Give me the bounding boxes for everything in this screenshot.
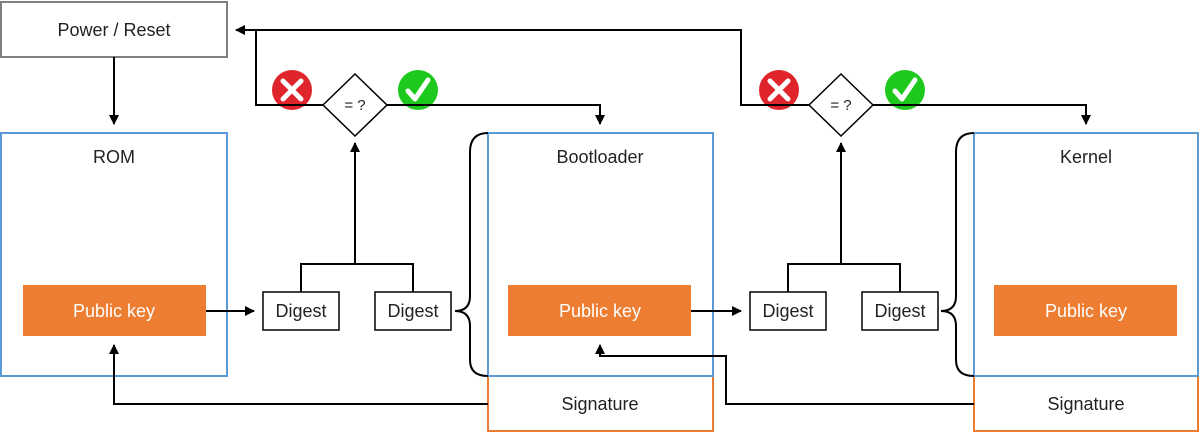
bootloader-box [487,132,714,377]
arrow-pass-to-kernel [873,104,1091,125]
compare-diamond-bootloader: = ? [321,72,389,138]
rom-box [0,132,228,377]
compare-label: = ? [830,97,851,114]
check-circle-icon [885,70,925,110]
kernel-image-brace [940,132,975,377]
connectors [109,25,1091,405]
bootloader-digest-left: Digest [262,291,340,331]
check-circle-icon [398,70,438,110]
merge-digests-bootloader [300,263,414,292]
rom-title: ROM [93,147,135,167]
digest-label: Digest [387,301,438,321]
compare-diamond-kernel: = ? [807,72,875,138]
bootloader-public-key-label: Public key [559,301,641,321]
arrow-kernel-signature-to-bootloader-key [595,344,974,405]
kernel-public-key [994,285,1177,336]
bootloader-public-key [508,285,691,336]
bootloader-image-brace [454,132,489,377]
kernel-signature-label: Signature [1047,394,1124,414]
arrow-pass-to-bootloader [387,104,605,125]
kernel-stage: Signature Kernel Public key [973,132,1199,432]
kernel-digest-right: Digest [861,291,939,331]
bootloader-digest-right: Digest [374,291,452,331]
digest-label: Digest [762,301,813,321]
power-reset-label: Power / Reset [57,20,170,40]
rom-public-key [23,285,206,336]
power-reset-box: Power / Reset [0,1,228,58]
x-circle-icon [759,70,799,110]
x-circle-icon [272,70,312,110]
bootloader-signature-label: Signature [561,394,638,414]
digest-label: Digest [874,301,925,321]
arrow-bootloader-signature-to-rom-key [109,344,488,405]
arrow-fail-kernel-reset [256,29,809,106]
digest-label: Digest [275,301,326,321]
kernel-signature-box [973,375,1199,432]
bootloader-stage: Signature Bootloader Public key [487,132,714,432]
bootloader-title: Bootloader [556,147,643,167]
merge-digests-kernel [787,263,901,292]
kernel-public-key-label: Public key [1045,301,1127,321]
compare-label: = ? [344,97,365,114]
kernel-box [973,132,1199,377]
kernel-title: Kernel [1060,147,1112,167]
rom-stage: ROM Public key [0,132,228,377]
arrow-fail-bootloader-reset [235,25,323,106]
rom-public-key-label: Public key [73,301,155,321]
kernel-digest-left: Digest [749,291,827,331]
